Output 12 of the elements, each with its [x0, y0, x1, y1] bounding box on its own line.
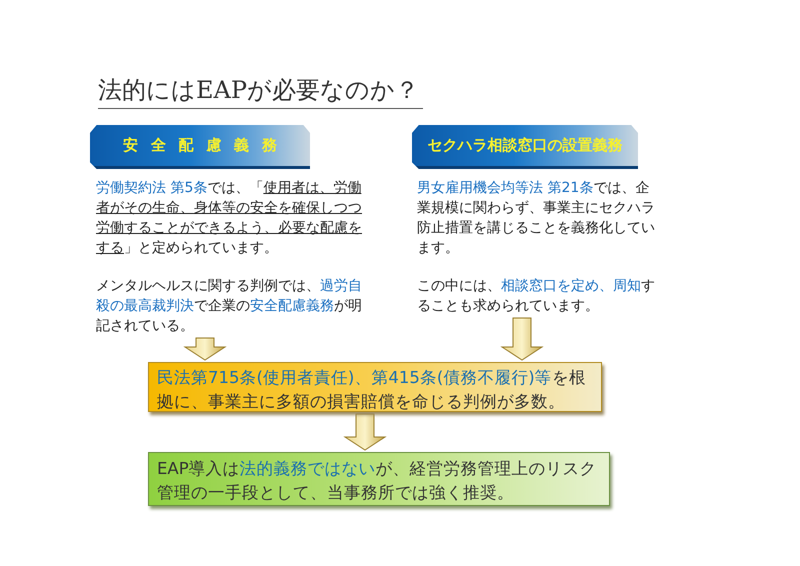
block-arrow [183, 338, 227, 361]
block-arrow [500, 318, 544, 361]
callout-box: EAP導入は法的義務ではないが、経営労務管理上のリスク管理の一手段として、当事務所では強く推奨。 [148, 452, 610, 506]
paragraph: この中には、相談窓口を定め、周知することも求められています。 [417, 277, 656, 316]
paragraph: 男女雇用機会均等法 第21条では、企業規模に関わらず、事業主にセクハラ防止措置を講じることを義務化しています。 [417, 179, 656, 258]
slide-title: 法的にはEAPが必要なのか？ [98, 74, 423, 109]
paragraph: 労働契約法 第5条では、「使用者は、労働者がその生命、身体等の安全を確保しつつ労働することができるよう、必要な配慮をする」と定められています。 [96, 179, 363, 258]
callout-box: 民法第715条(使用者責任)、第415条(債務不履行)等を根拠に、事業主に多額の損害賠償を命じる判例が多数。 [148, 362, 602, 412]
paragraph: メンタルヘルスに関する判例では、過労自殺の最高裁判決で企業の安全配慮義務が明記されている。 [96, 277, 363, 336]
heading-banner: セクハラ相談窓口の設置義務 [412, 125, 638, 169]
block-arrow [343, 414, 387, 451]
heading-banner: 安全配慮義務 [90, 125, 310, 169]
